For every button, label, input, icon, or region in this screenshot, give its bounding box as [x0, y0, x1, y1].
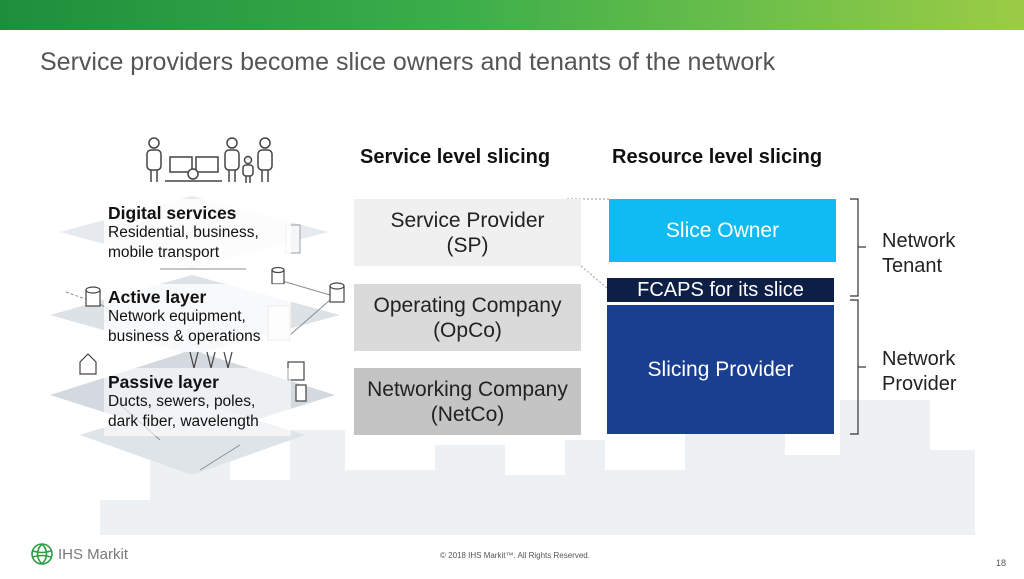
slicing-provider-box: Slicing Provider	[607, 305, 834, 434]
users-icon	[146, 137, 273, 183]
layer-title: Passive layer	[108, 372, 219, 392]
resource-level-heading: Resource level slicing	[612, 146, 823, 168]
layer-description: Ducts, sewers, poles, dark fiber, wavele…	[108, 393, 259, 430]
globe-logo-icon	[31, 543, 53, 565]
layer-description: Network equipment, business & operations	[108, 308, 261, 345]
networking-company-box: Networking Company (NetCo)	[354, 368, 581, 435]
tower-icon	[189, 351, 233, 369]
page-number: 18	[996, 558, 1007, 568]
layer-digital-services: Digital services Residential, business, …	[104, 200, 294, 266]
house-icon	[79, 353, 97, 375]
layer-description: Residential, business, mobile transport	[108, 224, 259, 261]
cabinet-icon	[287, 361, 307, 402]
network-tenant-label: Network Tenant	[882, 230, 956, 277]
fcaps-box: FCAPS for its slice	[607, 278, 834, 302]
page-title: Service providers become slice owners an…	[40, 48, 776, 76]
monitor-icon	[165, 156, 222, 182]
copyright-text: © 2018 IHS Markit™. All Rights Reserved.	[440, 551, 590, 560]
service-provider-box: Service Provider (SP)	[354, 199, 581, 266]
slice-owner-box: Slice Owner	[609, 199, 836, 262]
operating-company-box: Operating Company (OpCo)	[354, 284, 581, 351]
layer-title: Active layer	[108, 287, 207, 307]
network-provider-label: Network Provider	[882, 348, 957, 395]
top-banner	[0, 0, 1024, 30]
database-icon	[85, 266, 345, 307]
network-layers-illustration	[50, 137, 345, 475]
layer-passive: Passive layer Ducts, sewers, poles, dark…	[104, 369, 294, 435]
ihs-markit-logo: IHS Markit	[30, 542, 128, 566]
layer-active: Active layer Network equipment, business…	[104, 284, 294, 350]
service-level-heading: Service level slicing	[360, 146, 551, 168]
layer-title: Digital services	[108, 203, 237, 223]
logo-text: IHS Markit	[58, 545, 129, 563]
